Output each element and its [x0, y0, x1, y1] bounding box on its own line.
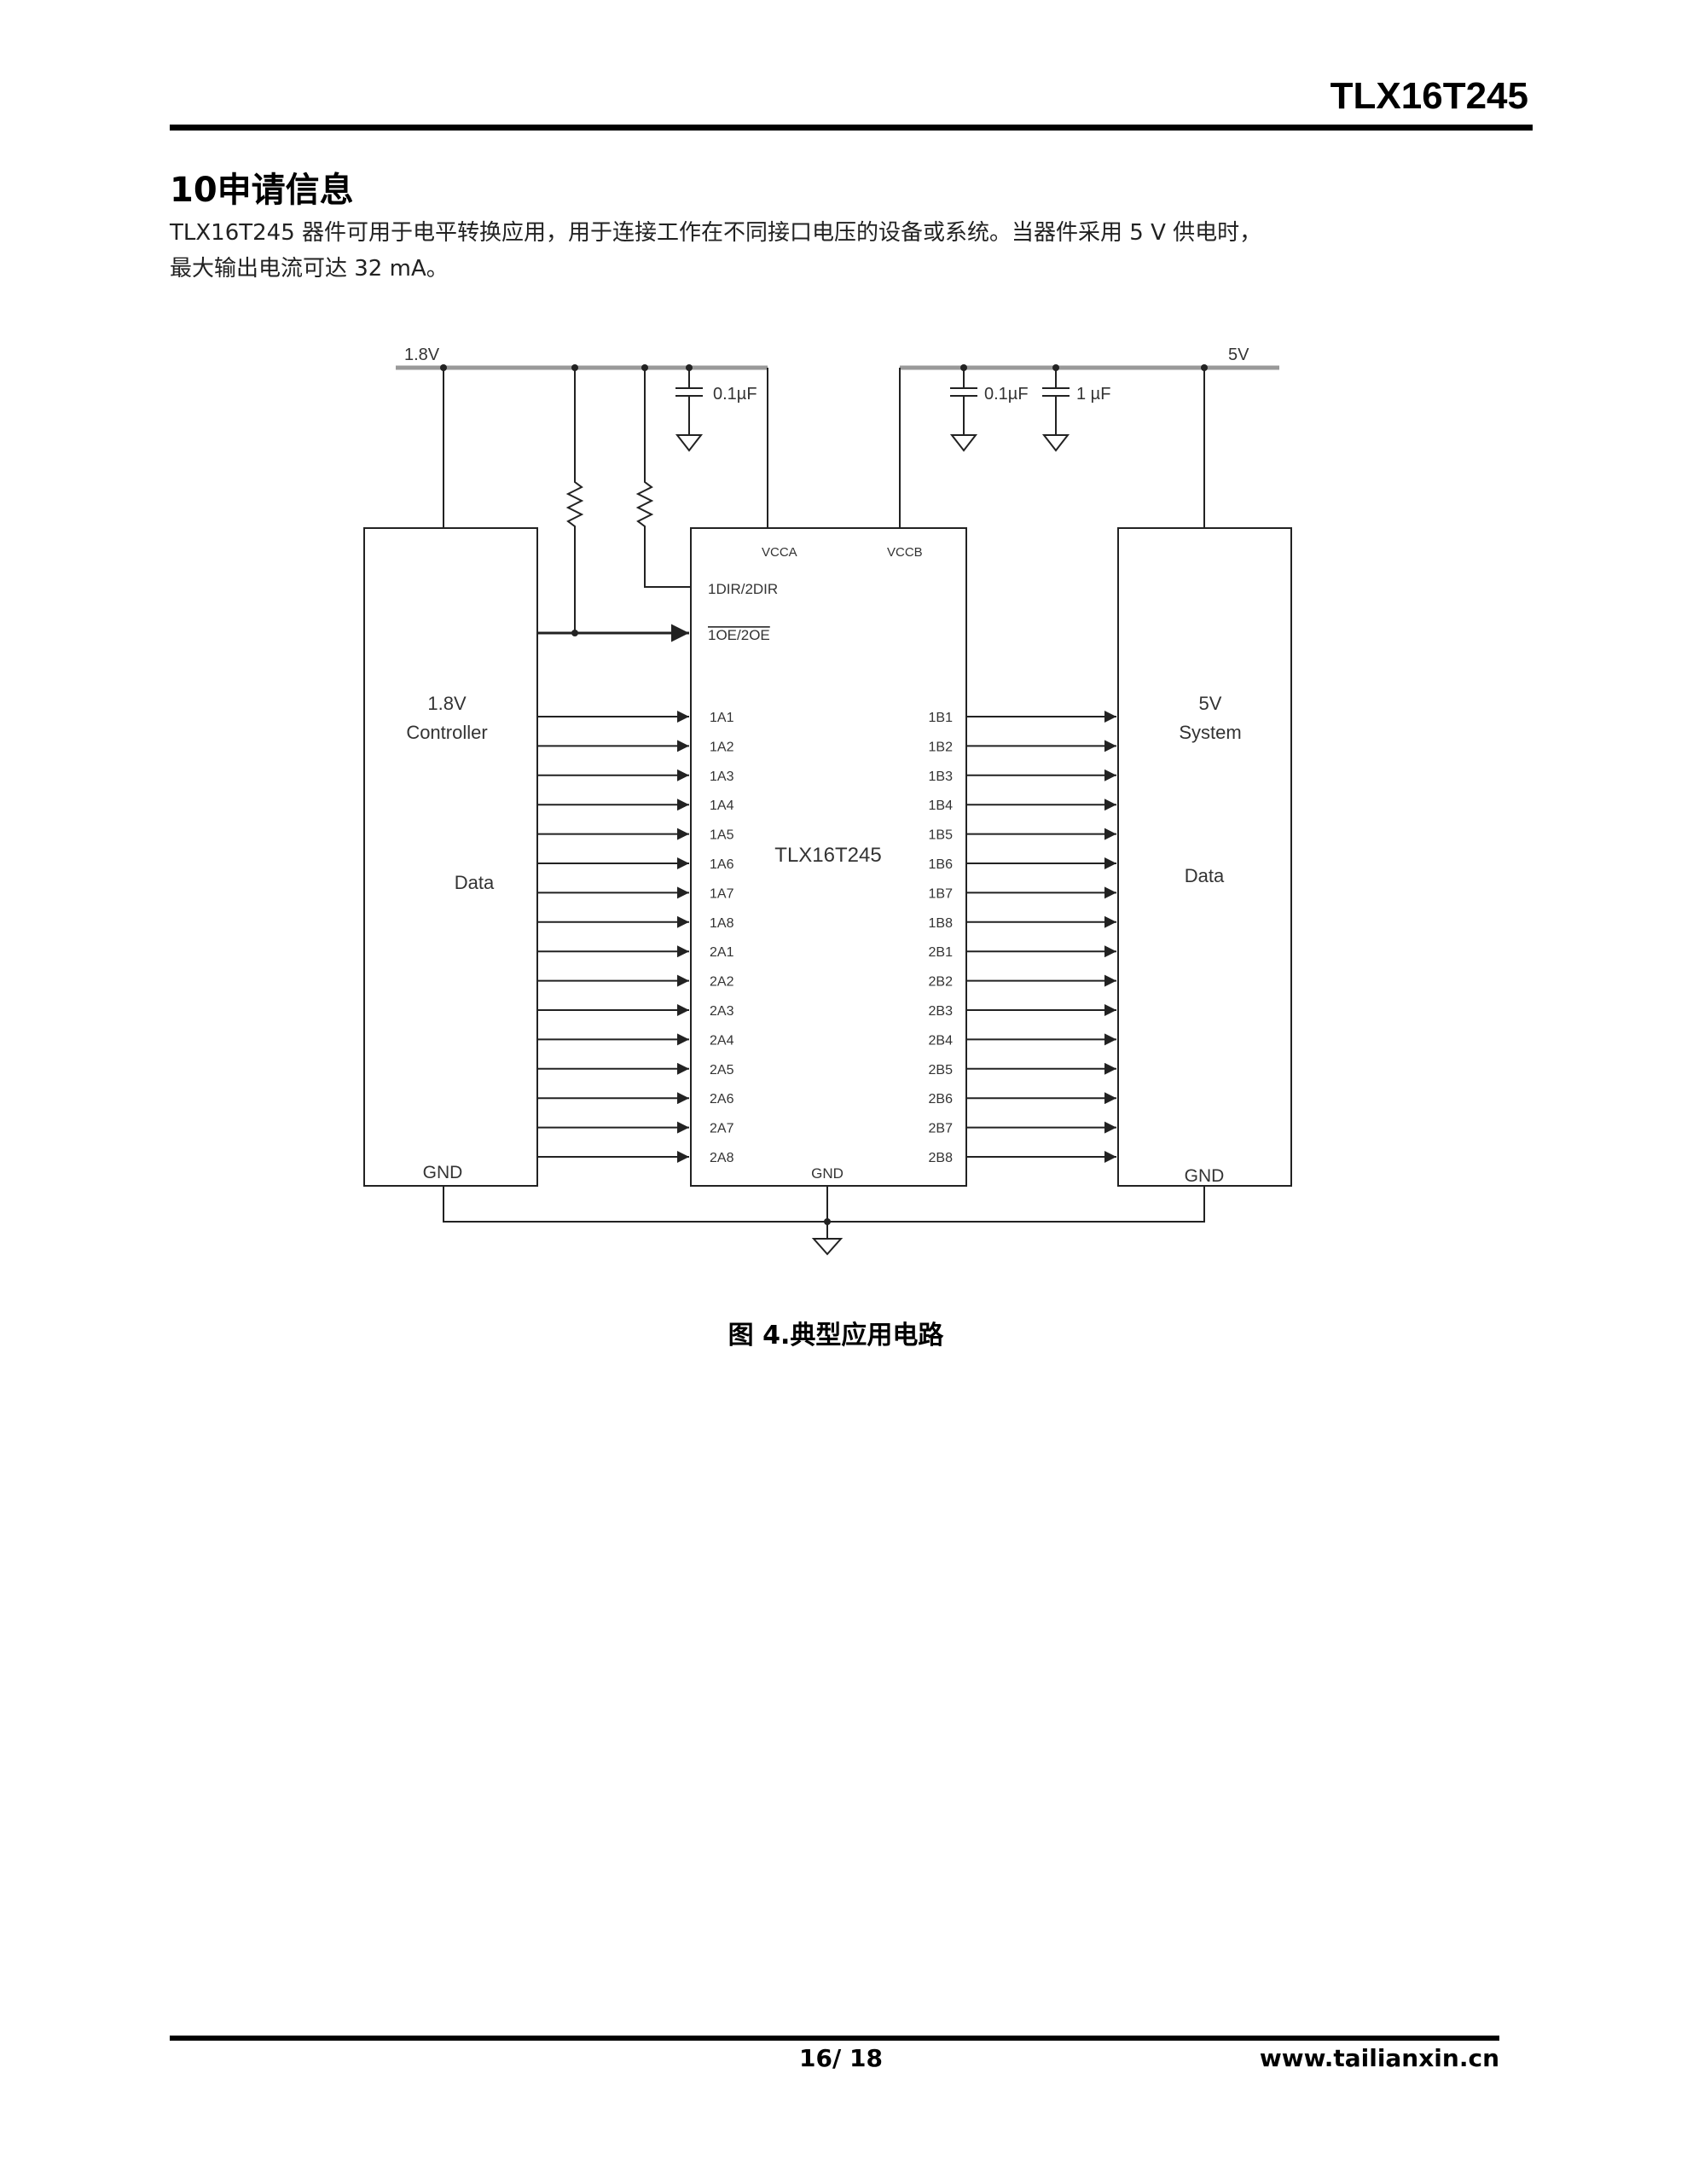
cap-label: 0.1µF: [713, 385, 757, 404]
gnd-label: GND: [423, 1163, 463, 1182]
controller-label: 1.8V: [427, 693, 467, 714]
pin-label-a: 2A2: [710, 975, 734, 990]
pin-label-b: 1B8: [929, 916, 954, 931]
pin-label-b: 2B1: [929, 945, 954, 960]
pin-label-b: 1B7: [929, 886, 954, 901]
website-link[interactable]: www.tailianxin.cn: [1259, 2044, 1499, 2072]
chip-box: [690, 527, 967, 1187]
system-label: System: [1179, 722, 1241, 743]
pin-label-a: 1A1: [710, 711, 734, 725]
figure-caption: 图 4.典型应用电路: [728, 1321, 944, 1350]
system-box: [1117, 527, 1292, 1187]
system-data-label: Data: [1185, 865, 1225, 886]
page-number: 16/ 18: [799, 2044, 883, 2072]
pin-label-a: 2A4: [710, 1033, 734, 1048]
oe-label: 1OE/2OE: [708, 627, 770, 643]
section-heading: 10申请信息: [170, 171, 354, 210]
ground-net: [443, 1186, 1205, 1256]
resistor-oe: [565, 368, 584, 633]
pin-label-a: 2A5: [710, 1063, 734, 1077]
capacitor-right2: [1041, 368, 1070, 452]
vccb-label: VCCB: [887, 545, 923, 560]
pin-label-b: 1B1: [929, 711, 954, 725]
gnd-label: GND: [1185, 1166, 1225, 1186]
controller-label: Controller: [406, 722, 487, 743]
header-rule: [170, 125, 1533, 131]
pin-label-b: 1B5: [929, 828, 954, 843]
pin-label-a: 1A2: [710, 740, 734, 754]
pin-label-b: 2B4: [929, 1033, 954, 1048]
pin-label-b: 2B3: [929, 1004, 954, 1019]
pin-label-a: 1A4: [710, 799, 734, 813]
pin-label-b: 1B2: [929, 740, 954, 754]
chip-gnd-label: GND: [811, 1165, 844, 1182]
paragraph-line: 最大输出电流可达 32 mA。: [170, 256, 449, 282]
pin-label-a: 1A8: [710, 916, 734, 931]
capacitor-right1: [949, 368, 978, 452]
capacitor-left: [675, 368, 704, 452]
pin-label-b: 1B6: [929, 857, 954, 872]
cap-label: 0.1µF: [984, 385, 1029, 404]
pin-label-a: 1A3: [710, 770, 734, 784]
paragraph-line: TLX16T245 器件可用于电平转换应用，用于连接工作在不同接口电压的设备或系…: [170, 220, 1262, 246]
pin-label-b: 1B4: [929, 799, 954, 813]
vcca-label: VCCA: [762, 545, 797, 560]
dir-label: 1DIR/2DIR: [708, 581, 778, 597]
cap-label: 1 µF: [1076, 385, 1110, 404]
pin-label-a: 1A6: [710, 857, 734, 872]
pin-label-b: 2B7: [929, 1122, 954, 1136]
pin-label-b: 2B6: [929, 1092, 954, 1107]
pin-label-a: 2A3: [710, 1004, 734, 1019]
pin-label-b: 2B5: [929, 1063, 954, 1077]
pin-label-a: 2A7: [710, 1122, 734, 1136]
rail-label-5v: 5V: [1228, 346, 1249, 364]
pin-label-a: 1A7: [710, 886, 734, 901]
pin-label-a: 1A5: [710, 828, 734, 843]
controller-data-label: Data: [455, 872, 495, 893]
chip-name: TLX16T245: [774, 844, 881, 867]
controller-box: [363, 527, 538, 1187]
rail-label-1v8: 1.8V: [404, 346, 440, 364]
pin-label-a: 2A1: [710, 945, 734, 960]
pin-label-b: 2B8: [929, 1151, 954, 1165]
footer-rule: [170, 2036, 1499, 2041]
pin-label-a: 2A8: [710, 1151, 734, 1165]
pin-label-b: 2B2: [929, 975, 954, 990]
system-label: 5V: [1199, 693, 1222, 714]
pin-label-b: 1B3: [929, 770, 954, 784]
pin-label-a: 2A6: [710, 1092, 734, 1107]
application-circuit-diagram: 1.8V 5V 0.1µF 0.1µF 1 µF VCCA VCCB 1DIR/…: [363, 346, 1292, 1256]
resistor-dir: [635, 368, 691, 588]
document-title: TLX16T245: [1330, 75, 1528, 117]
